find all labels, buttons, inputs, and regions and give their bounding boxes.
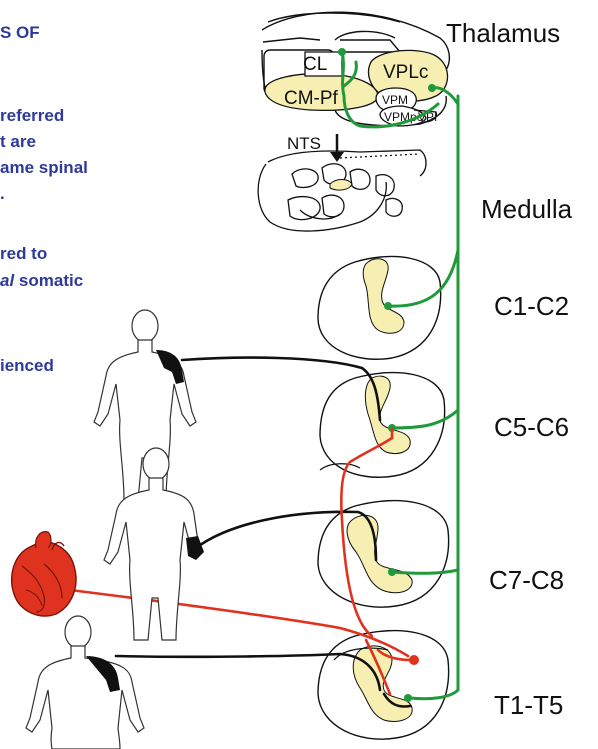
nucleus-vpm: VPM — [382, 93, 408, 107]
spinal-section-c7c8 — [318, 501, 449, 608]
spinal-section-c1c2 — [318, 256, 441, 359]
medulla-section — [258, 150, 426, 231]
nucleus-cl: CL — [303, 54, 327, 75]
figure-chest — [26, 616, 144, 749]
medulla-yellow-region — [330, 180, 352, 191]
spinal-section-t1t5 — [318, 631, 449, 740]
terminal-c1c2 — [384, 302, 392, 310]
terminal-c7c8 — [388, 568, 396, 576]
terminal-t1t5 — [404, 694, 412, 702]
hand-highlight — [186, 536, 204, 560]
nucleus-vplc: VPLc — [383, 62, 428, 83]
heart-icon — [12, 532, 76, 616]
nucleus-cmpf: CM-Pf — [284, 88, 339, 109]
terminal-cl — [338, 48, 346, 56]
terminal-vplc — [428, 84, 436, 92]
nucleus-nts: NTS — [287, 134, 321, 153]
red-terminal — [409, 655, 419, 665]
figure-hand — [104, 448, 204, 640]
